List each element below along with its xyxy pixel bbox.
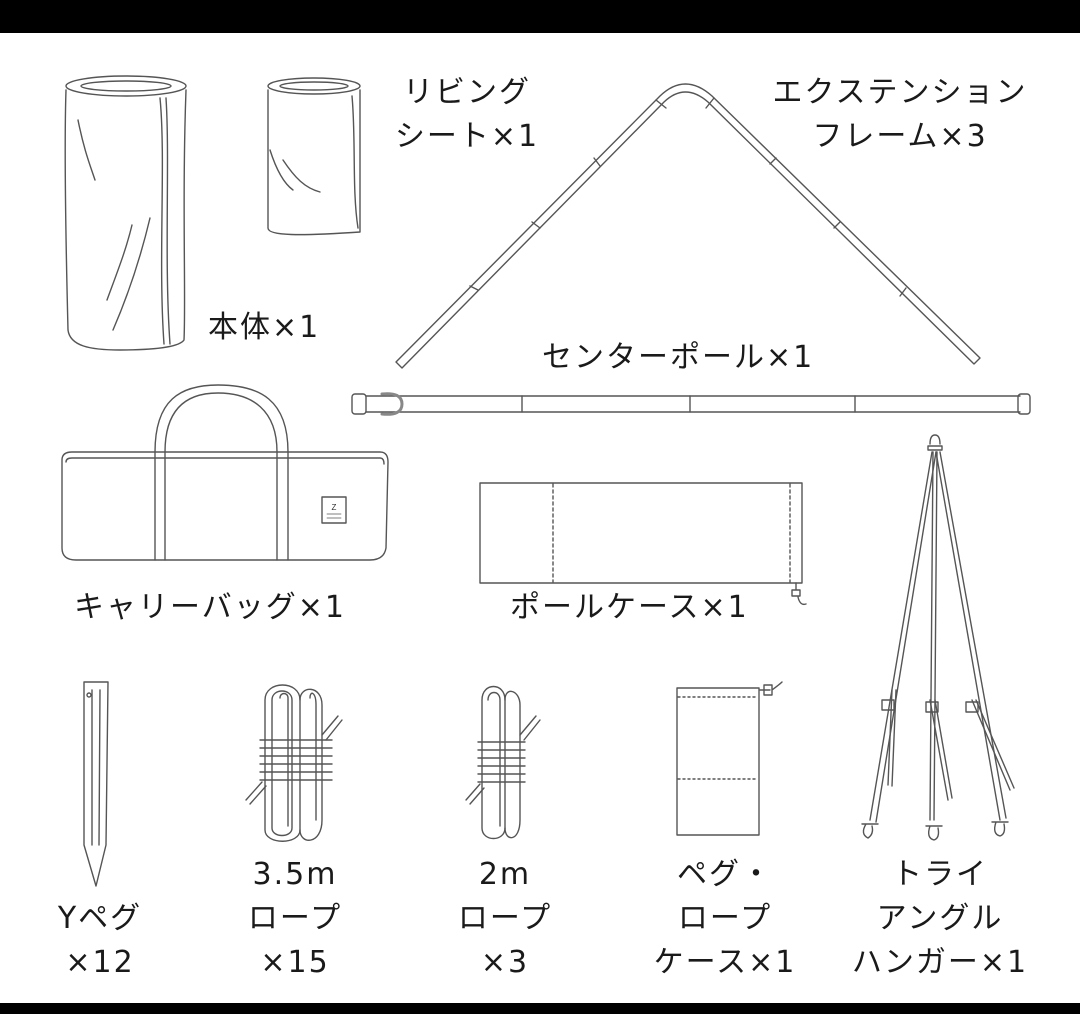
label-y-peg: Yペグ ×12 (57, 901, 143, 980)
label-living-sheet: リビング シート×1 (394, 75, 540, 154)
label-body: 本体×1 (208, 310, 321, 345)
contents-panel: Z (0, 33, 1080, 1003)
center-pole-icon (352, 394, 1030, 415)
label-rope-2m: 2m ロープ ×3 (457, 857, 553, 980)
rolled-sheet-icon (268, 78, 360, 235)
rope-coil-icon (246, 685, 342, 841)
label-rope-3-5m: 3.5m ロープ ×15 (247, 857, 343, 980)
triangle-hanger-icon (862, 435, 1014, 840)
rolled-tent-body-icon (65, 76, 186, 350)
bent-frame-pole-icon (396, 84, 980, 368)
carry-bag-icon: Z (62, 385, 388, 560)
svg-text:Z: Z (332, 503, 337, 512)
label-triangle-hanger: トライ アングル ハンガー×1 (851, 857, 1029, 980)
drawstring-bag-icon (677, 682, 782, 835)
label-carry-bag: キャリーバッグ×1 (74, 590, 346, 625)
label-pole-case: ポールケース×1 (510, 590, 749, 625)
rope-coil-small-icon (466, 687, 540, 839)
pole-case-icon (480, 483, 806, 604)
label-extension-frame: エクステンション フレーム×3 (772, 75, 1028, 154)
label-peg-rope-case: ペグ・ ロープ ケース×1 (653, 857, 797, 980)
label-center-pole: センターポール×1 (542, 340, 815, 375)
y-peg-icon (84, 682, 108, 886)
